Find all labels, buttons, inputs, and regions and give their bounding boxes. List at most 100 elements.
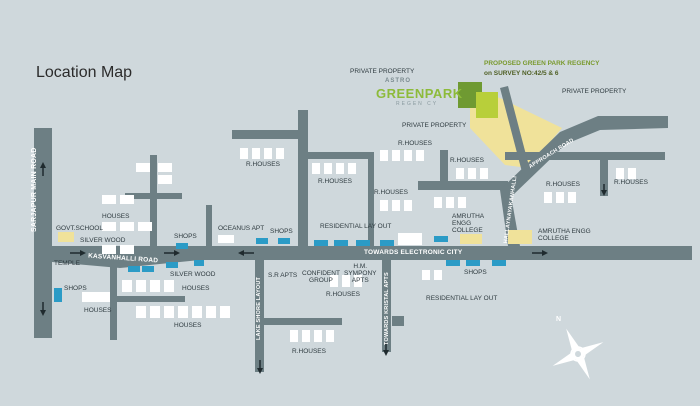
private-property-label: PRIVATE PROPERTY — [402, 122, 467, 129]
shops — [54, 236, 506, 302]
north-road-2 — [368, 152, 374, 246]
towards-electronic-city-label: TOWARDS ELECTRONIC CITY — [364, 249, 463, 256]
main-east-west-road — [52, 246, 692, 260]
site-access-road — [500, 86, 530, 172]
sarjapur-main-road-label: SARJAPUR MAIN ROAD — [31, 147, 38, 233]
govt-school-plot — [58, 232, 74, 242]
east-branch-stub — [600, 156, 608, 196]
shops-label: SHOPS — [464, 269, 487, 276]
building — [158, 163, 172, 172]
building — [456, 168, 464, 179]
oceanus-apt-label: OCEANUS APT — [218, 225, 265, 232]
road-west-2 — [150, 155, 157, 246]
lake-shore-branch — [264, 318, 342, 325]
proposed-site-label: PROPOSED GREEN PARK REGENCY — [484, 60, 600, 67]
building — [136, 280, 146, 292]
r-houses-label: R.HOUSES — [450, 157, 484, 164]
building — [330, 275, 338, 287]
amrutha-college-label: AMRUTHA ENGG COLLEGE — [452, 213, 485, 234]
arrow-up-icon — [40, 162, 46, 176]
building — [252, 148, 260, 159]
shop-block — [492, 260, 506, 266]
shop-block — [466, 260, 480, 266]
building — [120, 245, 134, 254]
east-connector-stub — [440, 150, 448, 186]
compass-icon — [552, 328, 604, 380]
r-houses-label: R.HOUSES — [374, 189, 408, 196]
building — [264, 148, 272, 159]
building — [354, 275, 362, 287]
building — [164, 306, 174, 318]
building — [336, 163, 344, 174]
green-park-plot-light — [476, 92, 498, 118]
kristal-road — [382, 260, 391, 352]
amrutha-college-plot-2 — [508, 230, 532, 244]
private-property-label: PRIVATE PROPERTY — [350, 68, 415, 75]
building — [290, 330, 298, 342]
shop-block — [142, 266, 154, 272]
logo-regency-text: REGEN CY — [396, 101, 439, 107]
east-connector — [418, 181, 508, 190]
building — [138, 222, 152, 231]
approach-road — [500, 116, 668, 196]
south-road-west-branch — [117, 296, 185, 302]
shop-block — [314, 240, 328, 246]
building — [120, 195, 134, 204]
shop-block — [356, 240, 370, 246]
building — [324, 163, 332, 174]
building — [218, 235, 234, 243]
houses-label: HOUSES — [182, 285, 210, 292]
road-network — [34, 86, 692, 372]
road-stub — [234, 246, 242, 258]
building — [240, 148, 248, 159]
east-branch — [505, 152, 665, 160]
building — [392, 150, 400, 161]
arrow-right-icon — [532, 250, 548, 256]
shop-block — [434, 236, 448, 242]
building — [404, 200, 412, 211]
building — [480, 168, 488, 179]
shop-block — [256, 238, 268, 244]
temple-label: TEMPLE — [54, 260, 81, 267]
amrutha-college-label: AMRUTHA ENGG COLLEGE — [538, 228, 591, 242]
road-west-2-branch — [125, 193, 182, 199]
building — [178, 306, 188, 318]
building — [164, 280, 174, 292]
building — [556, 192, 564, 203]
shop-block — [380, 240, 394, 246]
silver-wood-label: SILVER WOOD — [170, 271, 216, 278]
building — [422, 270, 430, 280]
shops-label: SHOPS — [174, 233, 197, 240]
map-title: Location Map — [36, 64, 133, 81]
building — [122, 280, 132, 292]
survey-number-label: on SURVEY NO:42/5 & 6 — [484, 70, 559, 77]
arrow-right-icon — [70, 250, 86, 256]
building — [348, 163, 356, 174]
arrow-down-icon — [601, 184, 607, 196]
arrow-left-icon — [238, 250, 254, 256]
r-houses-label: R.HOUSES — [326, 291, 360, 298]
north-road-1-branch — [232, 130, 304, 139]
buildings — [82, 148, 636, 342]
building — [120, 222, 134, 231]
govt-school-label: GOVT.SCHOOL — [56, 225, 103, 232]
building — [206, 306, 216, 318]
building — [446, 197, 454, 208]
building — [544, 192, 552, 203]
building — [434, 270, 442, 280]
building — [380, 150, 388, 161]
building — [302, 330, 310, 342]
arrow-down-icon — [383, 342, 389, 356]
logo-greenpark-text: GREENPARK — [376, 86, 463, 101]
kasvanhalli-road — [52, 246, 200, 268]
building — [96, 292, 110, 302]
hm-sympony-apts-label: H.M. SYMPONY APTS — [344, 263, 377, 284]
lake-shore-road — [255, 260, 264, 372]
shop-block — [54, 288, 62, 302]
shops-label: SHOPS — [270, 228, 293, 235]
r-houses-label: R.HOUSES — [546, 181, 580, 188]
houses-label: HOUSES — [174, 322, 202, 329]
lake-shore-layout-label: LAKE SHORE LAYOUT — [256, 276, 262, 340]
kristal-stub — [392, 316, 404, 326]
sr-apts-label: S.R APTS — [268, 272, 298, 279]
